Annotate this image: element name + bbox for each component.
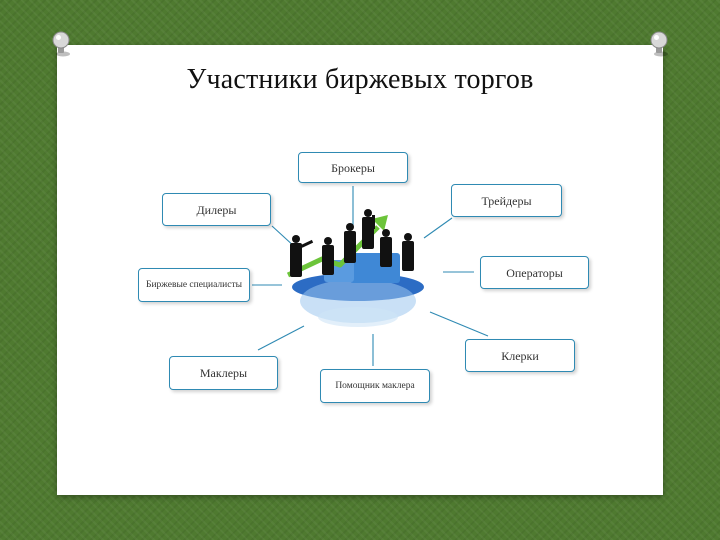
business-people-growth-arrow-icon <box>286 209 424 327</box>
pushpin-icon <box>52 31 70 57</box>
pushpin-icon <box>650 31 668 57</box>
slide-title: Участники биржевых торгов <box>186 64 534 95</box>
node-brokers-agents: Маклеры <box>169 356 278 390</box>
node-brokers: Брокеры <box>298 152 408 183</box>
node-broker-assistant: Помощник маклера <box>320 369 430 403</box>
node-clerks: Клерки <box>465 339 575 372</box>
node-traders: Трейдеры <box>451 184 562 217</box>
node-dealers: Дилеры <box>162 193 271 226</box>
node-exchange-specialists: Биржевые специалисты <box>138 268 250 302</box>
node-operators: Операторы <box>480 256 589 289</box>
